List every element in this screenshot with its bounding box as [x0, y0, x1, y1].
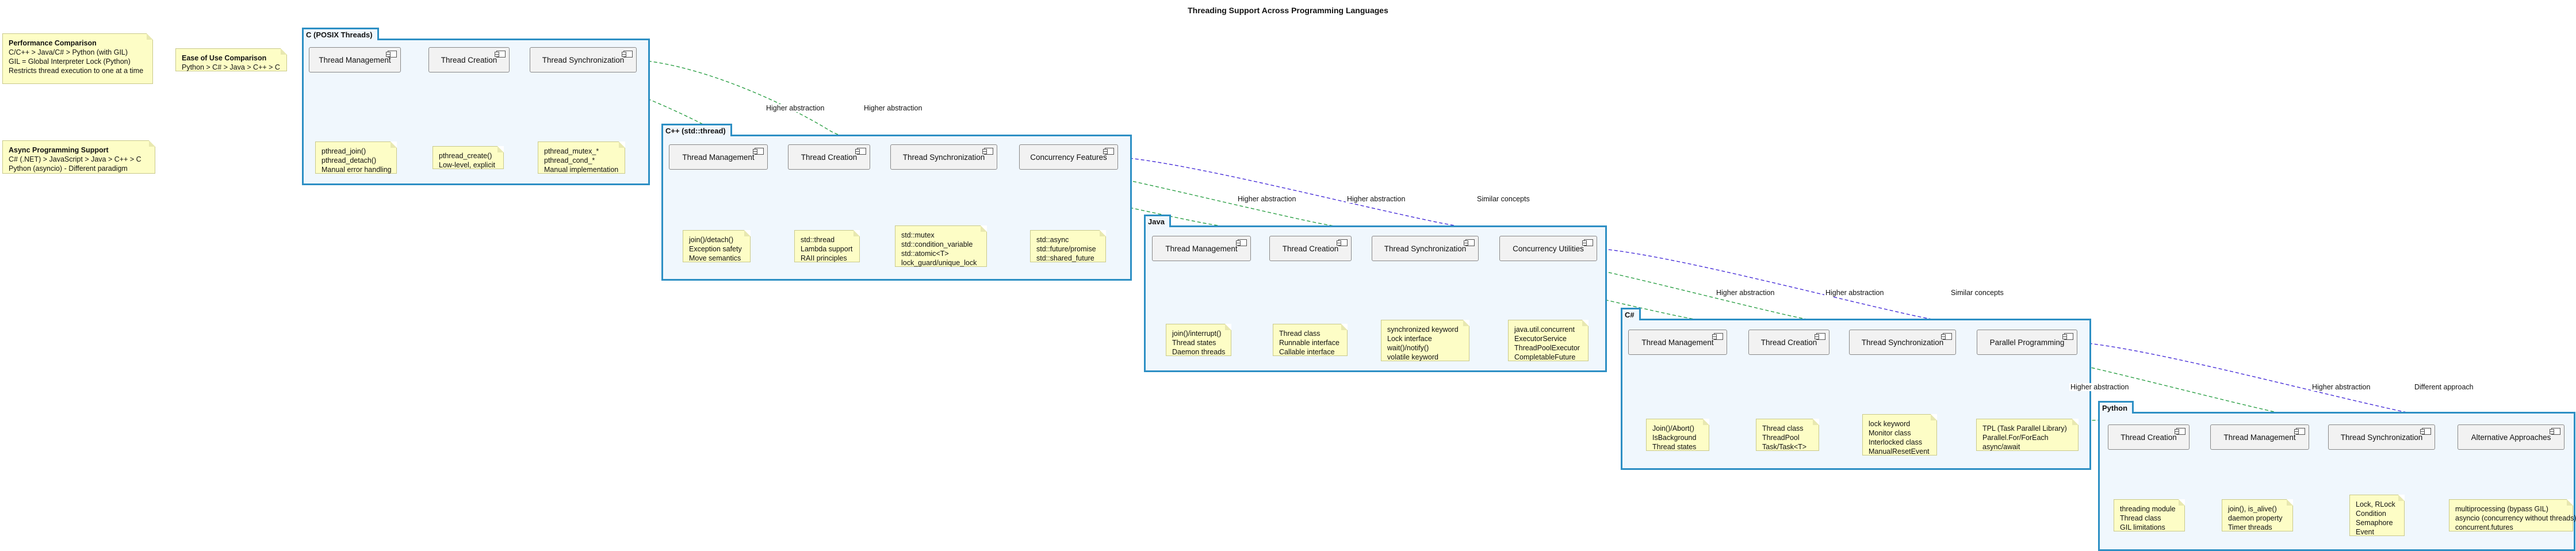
c-management-note: pthread_join()pthread_detach()Manual err…: [315, 141, 397, 174]
cs-parallel-note: TPL (Task Parallel Library)Parallel.For/…: [1976, 419, 2079, 451]
component-icon: [1815, 333, 1825, 340]
async-note-title: Async Programming Support: [9, 146, 109, 154]
async-note-line: C# (.NET) > JavaScript > Java > C++ > C: [9, 155, 141, 163]
cpp-concurrency-features: Concurrency Features: [1019, 144, 1118, 170]
cs-parallel-programming: Parallel Programming: [1977, 330, 2077, 355]
ease-note-title: Ease of Use Comparison: [182, 54, 267, 62]
component-icon: [1712, 333, 1723, 340]
performance-comparison-note: Performance Comparison C/C++ > Java/C# >…: [2, 33, 153, 84]
async-note-line: Python (asyncio) - Different paradigm: [9, 164, 128, 173]
component-icon: [1236, 239, 1247, 246]
edge-label-cs-py-sync: Higher abstraction: [2311, 383, 2372, 391]
package-java-title: Java: [1144, 215, 1171, 227]
component-icon: [1103, 148, 1114, 155]
edge-label-java-cs-creation: Higher abstraction: [1715, 289, 1776, 297]
package-csharp-title: C#: [1621, 308, 1641, 320]
package-python-title: Python: [2098, 401, 2134, 414]
component-icon: [753, 148, 764, 155]
edge-label-c-cpp-sync: Higher abstraction: [863, 104, 924, 112]
component-icon: [982, 148, 993, 155]
performance-note-line: GIL = Global Interpreter Lock (Python): [9, 58, 131, 66]
component-icon: [1582, 239, 1593, 246]
edge-label-java-cs-concepts: Similar concepts: [1950, 289, 2005, 297]
component-icon: [2550, 428, 2560, 435]
component-icon: [386, 51, 397, 58]
c-sync-note: pthread_mutex_*pthread_cond_*Manual impl…: [538, 141, 625, 174]
java-thread-management: Thread Management: [1152, 236, 1251, 261]
c-thread-management: Thread Management: [309, 47, 401, 72]
relationship-arrow: [636, 59, 948, 146]
edge-label-cpp-java-sync: Higher abstraction: [1346, 195, 1407, 203]
cs-thread-synchronization: Thread Synchronization: [1849, 330, 1956, 355]
java-concurrency-utilities: Concurrency Utilities: [1499, 236, 1597, 261]
edge-label-cs-py-approach: Different approach: [2413, 383, 2475, 391]
performance-note-line: Restricts thread execution to one at a t…: [9, 67, 144, 75]
edge-label-cs-py-creation: Higher abstraction: [2069, 383, 2130, 391]
edge-label-java-cs-sync: Higher abstraction: [1824, 289, 1885, 297]
component-icon: [2294, 428, 2305, 435]
ease-note-line: Python > C# > Java > C++ > C: [182, 63, 280, 71]
edge-label-c-cpp-creation: Higher abstraction: [765, 104, 826, 112]
py-alternative-approaches: Alternative Approaches: [2458, 424, 2564, 450]
cs-thread-creation: Thread Creation: [1748, 330, 1829, 355]
component-icon: [1464, 239, 1475, 246]
component-icon: [622, 51, 633, 58]
cpp-thread-creation: Thread Creation: [788, 144, 870, 170]
java-thread-creation: Thread Creation: [1269, 236, 1352, 261]
component-icon: [2062, 333, 2073, 340]
py-thread-management: Thread Management: [2210, 424, 2309, 450]
py-thread-synchronization: Thread Synchronization: [2328, 424, 2435, 450]
edge-label-cpp-java-creation: Higher abstraction: [1237, 195, 1297, 203]
diagram-title: Threading Support Across Programming Lan…: [1188, 6, 1388, 15]
package-cpp-title: C++ (std::thread): [661, 124, 732, 136]
component-icon: [1337, 239, 1348, 246]
component-icon: [855, 148, 866, 155]
performance-note-title: Performance Comparison: [9, 39, 97, 47]
cs-thread-management: Thread Management: [1628, 330, 1727, 355]
java-thread-synchronization: Thread Synchronization: [1372, 236, 1479, 261]
cpp-thread-management: Thread Management: [669, 144, 768, 170]
relationship-arrow: [1478, 248, 1907, 331]
component-icon: [495, 51, 506, 58]
py-thread-creation: Thread Creation: [2108, 424, 2190, 450]
async-support-note: Async Programming Support C# (.NET) > Ja…: [2, 140, 155, 174]
cpp-thread-synchronization: Thread Synchronization: [890, 144, 997, 170]
component-icon: [2175, 428, 2185, 435]
package-c-title: C (POSIX Threads): [302, 28, 379, 40]
component-icon: [2420, 428, 2431, 435]
edge-label-cpp-java-concepts: Similar concepts: [1476, 195, 1531, 203]
component-icon: [1941, 333, 1952, 340]
py-alternatives-note: multiprocessing (bypass GIL)asyncio (con…: [2449, 499, 2576, 531]
ease-of-use-note: Ease of Use Comparison Python > C# > Jav…: [175, 48, 287, 71]
c-thread-synchronization: Thread Synchronization: [530, 47, 637, 72]
c-creation-note: pthread_create()Low-level, explicit: [432, 146, 504, 169]
performance-note-line: C/C++ > Java/C# > Python (with GIL): [9, 48, 128, 56]
c-thread-creation: Thread Creation: [428, 47, 510, 72]
